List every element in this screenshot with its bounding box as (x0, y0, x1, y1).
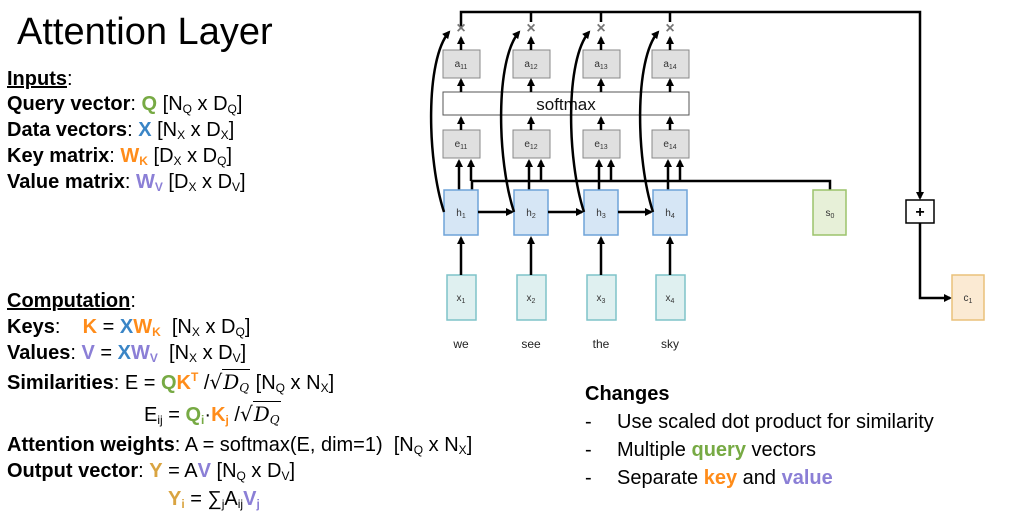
values-row: Values: V = XWV [NX x DV] (7, 342, 247, 365)
value-curve-arrow (499, 30, 521, 213)
s0-broadcast-line (470, 179, 832, 190)
slide-title: Attention Layer (17, 11, 273, 53)
input-label: x3 (597, 293, 606, 305)
input-node (586, 274, 617, 321)
inputs-heading: Inputs: (7, 68, 73, 90)
change-text: vectors (745, 439, 816, 461)
decoder-state-node (812, 189, 847, 236)
hidden-state-label: h3 (596, 208, 606, 220)
output-row: Output vector: Y = AV [NQ x DV] (7, 460, 296, 483)
changes-box: Changes - Use scaled dot product for simi… (585, 380, 934, 492)
context-sum-line (459, 10, 924, 200)
multiply-icon: × (596, 20, 605, 37)
change-item: - Multiple query vectors (585, 436, 934, 464)
input-label: x1 (457, 293, 466, 305)
bullet-dash: - (585, 439, 592, 461)
context-vector-label: c1 (964, 293, 973, 305)
change-item: - Use scaled dot product for similarity (585, 408, 934, 436)
hidden-state-node (443, 189, 479, 236)
change-text: query (691, 439, 746, 461)
hidden-state-node (652, 189, 688, 236)
softmax-label: softmax (536, 95, 596, 114)
change-text: Multiple (617, 439, 692, 461)
change-item: - Separate key and value (585, 464, 934, 492)
multiply-icon: × (665, 20, 674, 37)
change-text: Use scaled dot product for similarity (617, 411, 934, 433)
input-node (446, 274, 477, 321)
context-vector-node (951, 274, 985, 321)
multiply-icon: × (526, 20, 535, 37)
sqrt-dq: √DQ (209, 369, 251, 395)
change-text: Separate (617, 467, 704, 489)
hidden-state-label: h4 (665, 208, 675, 220)
alignment-score-node (512, 129, 551, 159)
changes-heading: Changes (585, 383, 670, 405)
attention-weight-node (442, 49, 481, 79)
computation-heading: Computation: (7, 290, 136, 312)
similarities-row: Similarities: E = QKT /√DQ [NQ x NX] (7, 369, 335, 395)
hidden-state-label: h1 (456, 208, 466, 220)
word-label: the (593, 337, 610, 351)
bullet-dash: - (585, 411, 592, 433)
hidden-state-label: h2 (526, 208, 536, 220)
input-label: x4 (666, 293, 675, 305)
value-curve-arrow (569, 30, 591, 213)
output-elementwise: Yi = ∑jAijVj (168, 488, 260, 511)
similarity-elementwise: Eij = Qi·Kj /√DQ (144, 401, 281, 427)
hidden-state-node (513, 189, 549, 236)
word-label: we (452, 337, 469, 351)
input-value-row: Value matrix: WV [DX x DV] (7, 171, 246, 194)
hidden-state-node (583, 189, 619, 236)
attention-row: Attention weights: A = softmax(E, dim=1)… (7, 434, 473, 457)
change-text: value (781, 467, 833, 489)
value-curve-arrow (429, 30, 451, 213)
attention-weight-node (512, 49, 551, 79)
multiply-icon: × (456, 20, 465, 37)
word-label: see (521, 337, 541, 351)
decoder-state-label: s0 (826, 208, 835, 220)
softmax-box (442, 91, 690, 116)
value-curve-arrow (638, 30, 660, 213)
input-node (655, 274, 686, 321)
bullet-dash: - (585, 467, 592, 489)
input-label: x2 (527, 293, 536, 305)
change-text: and (737, 467, 782, 489)
alignment-score-node (651, 129, 690, 159)
plus-icon: + (915, 204, 924, 221)
sqrt-dq-2: √DQ (239, 401, 281, 427)
input-data-row: Data vectors: X [NX x DX] (7, 119, 235, 142)
context-output-line (918, 223, 952, 302)
keys-row: Keys: K = XWK [NX x DQ] (7, 316, 251, 339)
input-query-row: Query vector: Q [NQ x DQ] (7, 93, 243, 116)
alignment-score-node (442, 129, 481, 159)
input-key-row: Key matrix: WK [DX x DQ] (7, 145, 233, 168)
word-label: sky (661, 337, 679, 351)
change-text: key (703, 467, 738, 489)
